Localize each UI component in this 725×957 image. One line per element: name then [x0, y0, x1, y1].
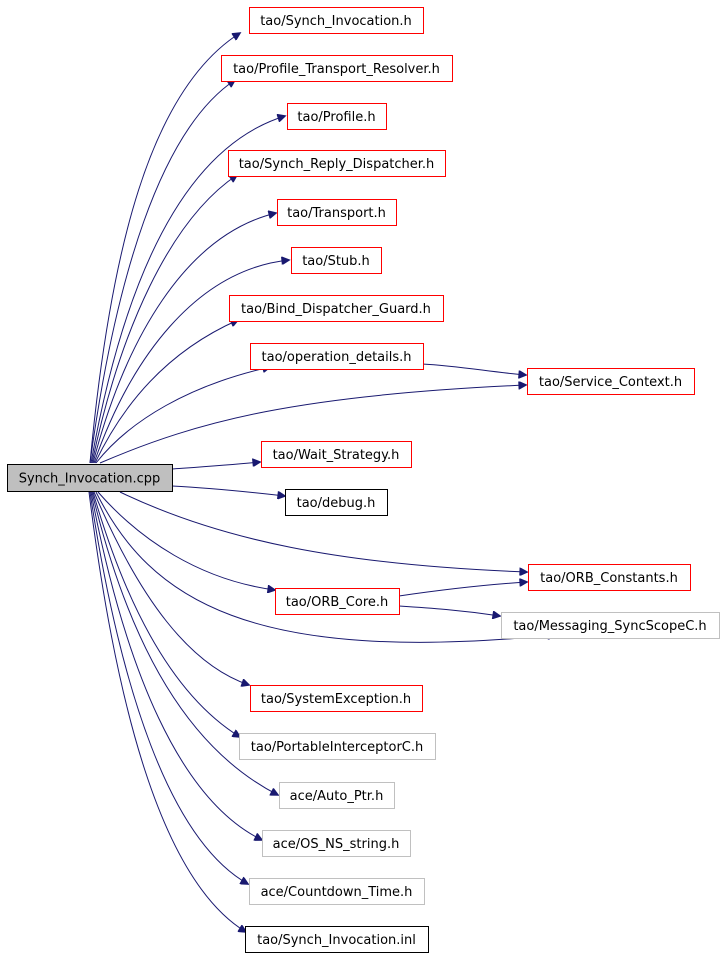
file-node-tao-transport-h[interactable]: tao/Transport.h — [277, 199, 397, 226]
edge-orb-core-messaging-syncscope — [398, 605, 500, 616]
edge-root-system-exception — [93, 491, 249, 685]
file-node-tao-wait-strategy-h[interactable]: tao/Wait_Strategy.h — [261, 441, 412, 468]
node-box — [501, 612, 720, 639]
edge-root-orb-constants — [119, 491, 527, 572]
node-label: tao/Messaging_SyncScopeC.h — [513, 619, 706, 634]
node-box — [249, 7, 424, 34]
node-box — [250, 685, 423, 712]
node-box — [262, 830, 411, 857]
node-box — [249, 878, 425, 905]
edge-root-messaging-syncscope — [95, 491, 555, 643]
edge-operation-details-service-context — [421, 363, 526, 375]
node-box — [239, 733, 436, 760]
node-label: tao/operation_details.h — [262, 350, 412, 365]
node-label: tao/SystemException.h — [261, 692, 411, 707]
node-label: tao/ORB_Core.h — [286, 595, 389, 610]
file-node-tao-orb-constants-h[interactable]: tao/ORB_Constants.h — [528, 564, 691, 591]
node-box — [221, 55, 453, 82]
node-box — [279, 782, 395, 809]
node-box — [229, 295, 444, 322]
node-label: ace/Countdown_Time.h — [261, 885, 413, 900]
edge-root-portable-interceptor — [92, 491, 240, 737]
node-box — [287, 103, 387, 130]
edge-root-countdown-time — [89, 491, 248, 884]
edge-root-service-context — [99, 385, 526, 464]
file-node-tao-profile-transport-resolver-h[interactable]: tao/Profile_Transport_Resolver.h — [221, 55, 453, 82]
node-label: tao/Stub.h — [302, 254, 370, 269]
edge-root-synch-reply-dispatcher — [91, 175, 237, 464]
node-label: tao/Transport.h — [287, 206, 386, 221]
node-label: tao/Synch_Reply_Dispatcher.h — [239, 157, 435, 172]
edge-root-auto-ptr — [91, 491, 278, 795]
node-label: Synch_Invocation.cpp — [19, 472, 161, 487]
edge-root-operation-details — [95, 367, 270, 464]
file-node-ace-auto-ptr-h[interactable]: ace/Auto_Ptr.h — [279, 782, 395, 809]
edge-root-orb-core — [97, 491, 275, 590]
root-file-node[interactable]: Synch_Invocation.cpp — [7, 464, 173, 492]
edge-root-debug — [171, 485, 285, 496]
file-node-tao-messaging-syncscopec-h[interactable]: tao/Messaging_SyncScopeC.h — [501, 612, 720, 639]
node-label: ace/OS_NS_string.h — [273, 837, 400, 852]
file-node-tao-orb-core-h[interactable]: tao/ORB_Core.h — [275, 588, 400, 615]
edge-root-transport — [92, 213, 276, 464]
edge-root-synch-invocation-h — [89, 33, 240, 464]
node-box — [291, 247, 382, 274]
file-node-tao-bind-dispatcher-guard-h[interactable]: tao/Bind_Dispatcher_Guard.h — [229, 295, 444, 322]
node-box — [250, 343, 424, 370]
node-box — [528, 564, 691, 591]
nodes: Synch_Invocation.cpp tao/Synch_Invocation… — [7, 7, 720, 953]
node-label: tao/Bind_Dispatcher_Guard.h — [241, 302, 431, 317]
node-box — [527, 368, 695, 395]
file-node-ace-os-ns-string-h[interactable]: ace/OS_NS_string.h — [262, 830, 411, 857]
node-label: tao/PortableInterceptorC.h — [251, 740, 423, 755]
node-label: tao/Synch_Invocation.inl — [257, 933, 416, 948]
node-box — [277, 199, 397, 226]
file-node-tao-systemexception-h[interactable]: tao/SystemException.h — [250, 685, 423, 712]
edge-orb-core-orb-constants — [398, 582, 527, 597]
edge-root-os-ns-string — [90, 491, 262, 840]
node-label: ace/Auto_Ptr.h — [290, 789, 384, 804]
edges — [88, 33, 555, 932]
edge-root-wait-strategy — [171, 462, 260, 470]
node-label: tao/debug.h — [297, 496, 376, 511]
node-box — [245, 926, 429, 953]
file-node-tao-portableinterceptorc-h[interactable]: tao/PortableInterceptorC.h — [239, 733, 436, 760]
node-box — [228, 150, 446, 177]
file-node-tao-service-context-h[interactable]: tao/Service_Context.h — [527, 368, 695, 395]
edge-root-synch-invocation-inl — [88, 491, 246, 932]
node-label: tao/Profile_Transport_Resolver.h — [233, 62, 440, 77]
edge-root-profile-transport-resolver — [89, 80, 235, 464]
edge-root-stub — [93, 260, 289, 464]
node-box — [275, 588, 400, 615]
file-node-ace-countdown-time-h[interactable]: ace/Countdown_Time.h — [249, 878, 425, 905]
edge-root-profile — [90, 116, 285, 464]
file-node-tao-operation-details-h[interactable]: tao/operation_details.h — [250, 343, 424, 370]
node-label: tao/Synch_Invocation.h — [260, 14, 412, 29]
file-node-tao-synch-reply-dispatcher-h[interactable]: tao/Synch_Reply_Dispatcher.h — [228, 150, 446, 177]
node-label: tao/Profile.h — [297, 110, 375, 125]
node-label: tao/ORB_Constants.h — [540, 571, 678, 586]
file-node-tao-profile-h[interactable]: tao/Profile.h — [287, 103, 387, 130]
node-label: tao/Wait_Strategy.h — [273, 448, 400, 463]
edge-root-bind-dispatcher-guard — [94, 320, 238, 464]
node-box — [261, 441, 412, 468]
file-node-tao-stub-h[interactable]: tao/Stub.h — [291, 247, 382, 274]
file-node-tao-synch-invocation-inl[interactable]: tao/Synch_Invocation.inl — [245, 926, 429, 953]
node-box — [7, 464, 173, 492]
node-label: tao/Service_Context.h — [539, 375, 682, 390]
file-node-tao-debug-h[interactable]: tao/debug.h — [285, 489, 388, 516]
node-box — [285, 489, 388, 516]
file-node-tao-synch-invocation-h[interactable]: tao/Synch_Invocation.h — [249, 7, 424, 34]
